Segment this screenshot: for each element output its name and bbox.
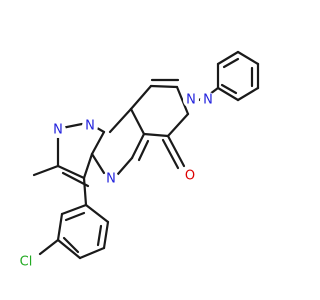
chlorine-text: Cl <box>20 255 33 270</box>
bridge-nitrogen-label: N <box>82 118 98 134</box>
lactam-nitrogen-label: N <box>183 92 199 108</box>
carbonyl-oxygen-label: O <box>182 168 198 184</box>
pyrazole-nitrogen-label: N <box>50 122 66 138</box>
pyrimidine-nitrogen-label: N <box>103 171 119 187</box>
atom-labels: N N O N N N Cl <box>14 92 216 271</box>
molecule-canvas: N N O N N N Cl <box>14 50 260 271</box>
pyridine-nitrogen-label: N <box>200 92 216 108</box>
pyridine-nitrogen-text: N <box>203 93 213 108</box>
lactam-nitrogen-text: N <box>186 93 196 108</box>
bridge-nitrogen-text: N <box>85 119 95 134</box>
bond-lines <box>32 50 260 260</box>
structure-diagram: N N O N N N Cl <box>14 50 260 271</box>
carbonyl-oxygen-text: O <box>185 169 195 184</box>
pyrimidine-nitrogen-text: N <box>106 172 116 187</box>
pyrazole-nitrogen-text: N <box>53 123 63 138</box>
chlorine-label: Cl <box>14 253 38 271</box>
